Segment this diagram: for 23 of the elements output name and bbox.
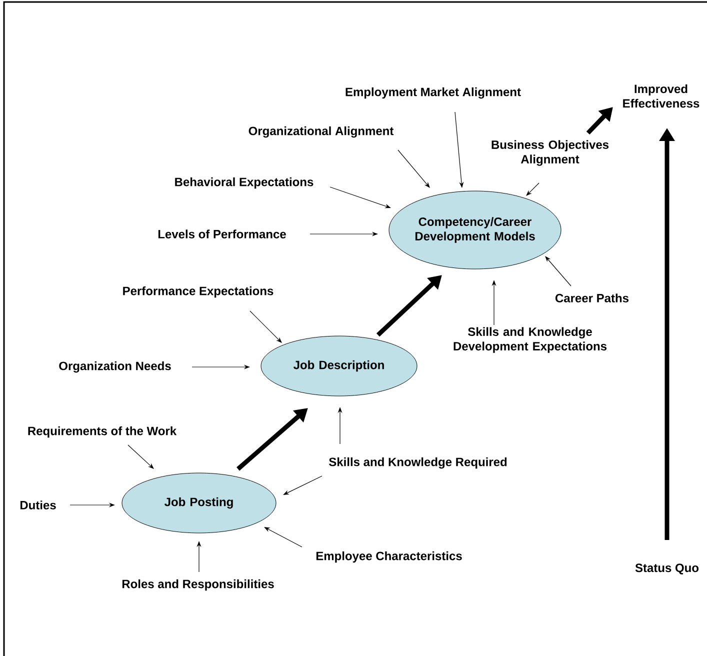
factor-label: Business Objectives Alignment	[492, 140, 609, 166]
factor-label: Levels of Performance	[158, 230, 286, 238]
factor-label: Requirements of the Work	[28, 426, 177, 438]
arrow	[283, 476, 322, 495]
arrow	[250, 310, 282, 343]
factor-label: Behavioral Expectations	[175, 177, 314, 189]
factor-label: Roles and Responsibilities	[122, 579, 274, 591]
factor-label: Employment Market Alignment	[346, 87, 521, 99]
factor-label: Organizational Alignment	[248, 126, 394, 138]
factor-label: Improved Effectiveness	[623, 84, 700, 108]
factor-label: Status Quo	[635, 564, 699, 574]
factor-label: Skills and Knowledge Required	[329, 457, 507, 469]
arrow	[545, 256, 572, 286]
factor-label: Duties	[20, 500, 56, 510]
factor-label: Skills and Knowledge Development Expectations	[454, 327, 607, 353]
arrow	[264, 527, 302, 548]
factor-label: Organization Needs	[59, 361, 171, 373]
factor-label: Employee Characteristics	[316, 551, 462, 563]
arrow	[526, 182, 540, 196]
arrow	[398, 150, 430, 188]
factor-label: Career Paths	[555, 294, 628, 302]
arrow	[128, 444, 154, 469]
factor-label: Performance Expectations	[123, 286, 274, 298]
